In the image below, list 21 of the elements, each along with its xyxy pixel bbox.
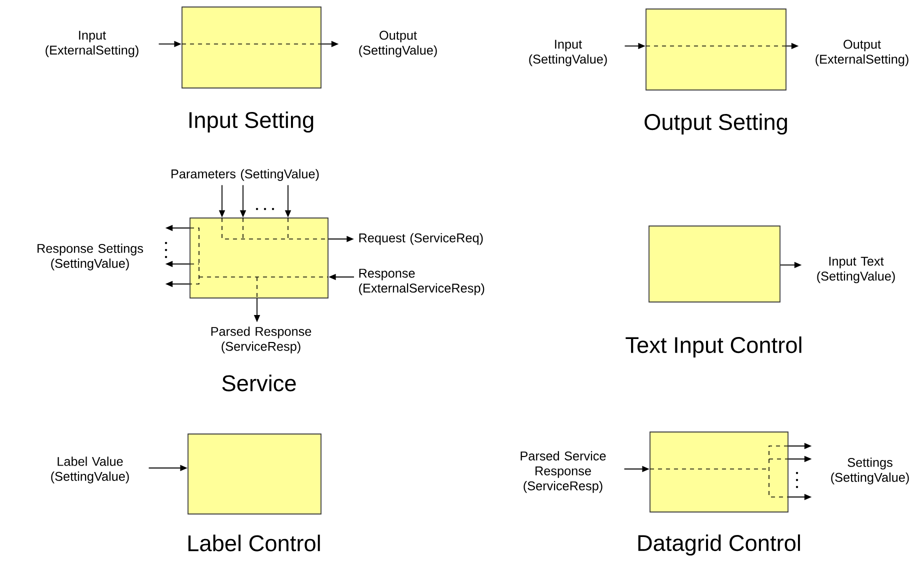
signal-label: Request (ServiceReq) [359,233,483,245]
component-box [646,8,786,90]
component-box [190,218,328,298]
signal-label: Response Settings (SettingValue) [38,244,144,270]
component-box [648,226,780,302]
component-box [182,6,322,88]
signal-label: Input Text (SettingValue) [817,256,895,284]
signal-label: Parameters (SettingValue) [172,169,319,181]
signal-label: Parsed Service Response (ServiceResp) [520,451,606,493]
signal-label: Label Value (SettingValue) [51,456,129,484]
signal-label: Parsed Response (ServiceResp) [211,326,312,354]
signal-label: Output (SettingValue) [359,30,437,58]
signal-label: Input (SettingValue) [529,40,607,66]
component-title: Service [222,374,296,392]
signal-label: Output (ExternalSetting) [816,40,908,66]
signal-label: Input (ExternalSetting) [46,30,138,58]
component-title: Text Input Control [626,336,802,358]
component-box [188,434,322,514]
signal-label: Response (ExternalServiceResp) [359,268,484,296]
component-box [650,432,788,512]
signal-label: Settings (SettingValue) [831,458,909,484]
